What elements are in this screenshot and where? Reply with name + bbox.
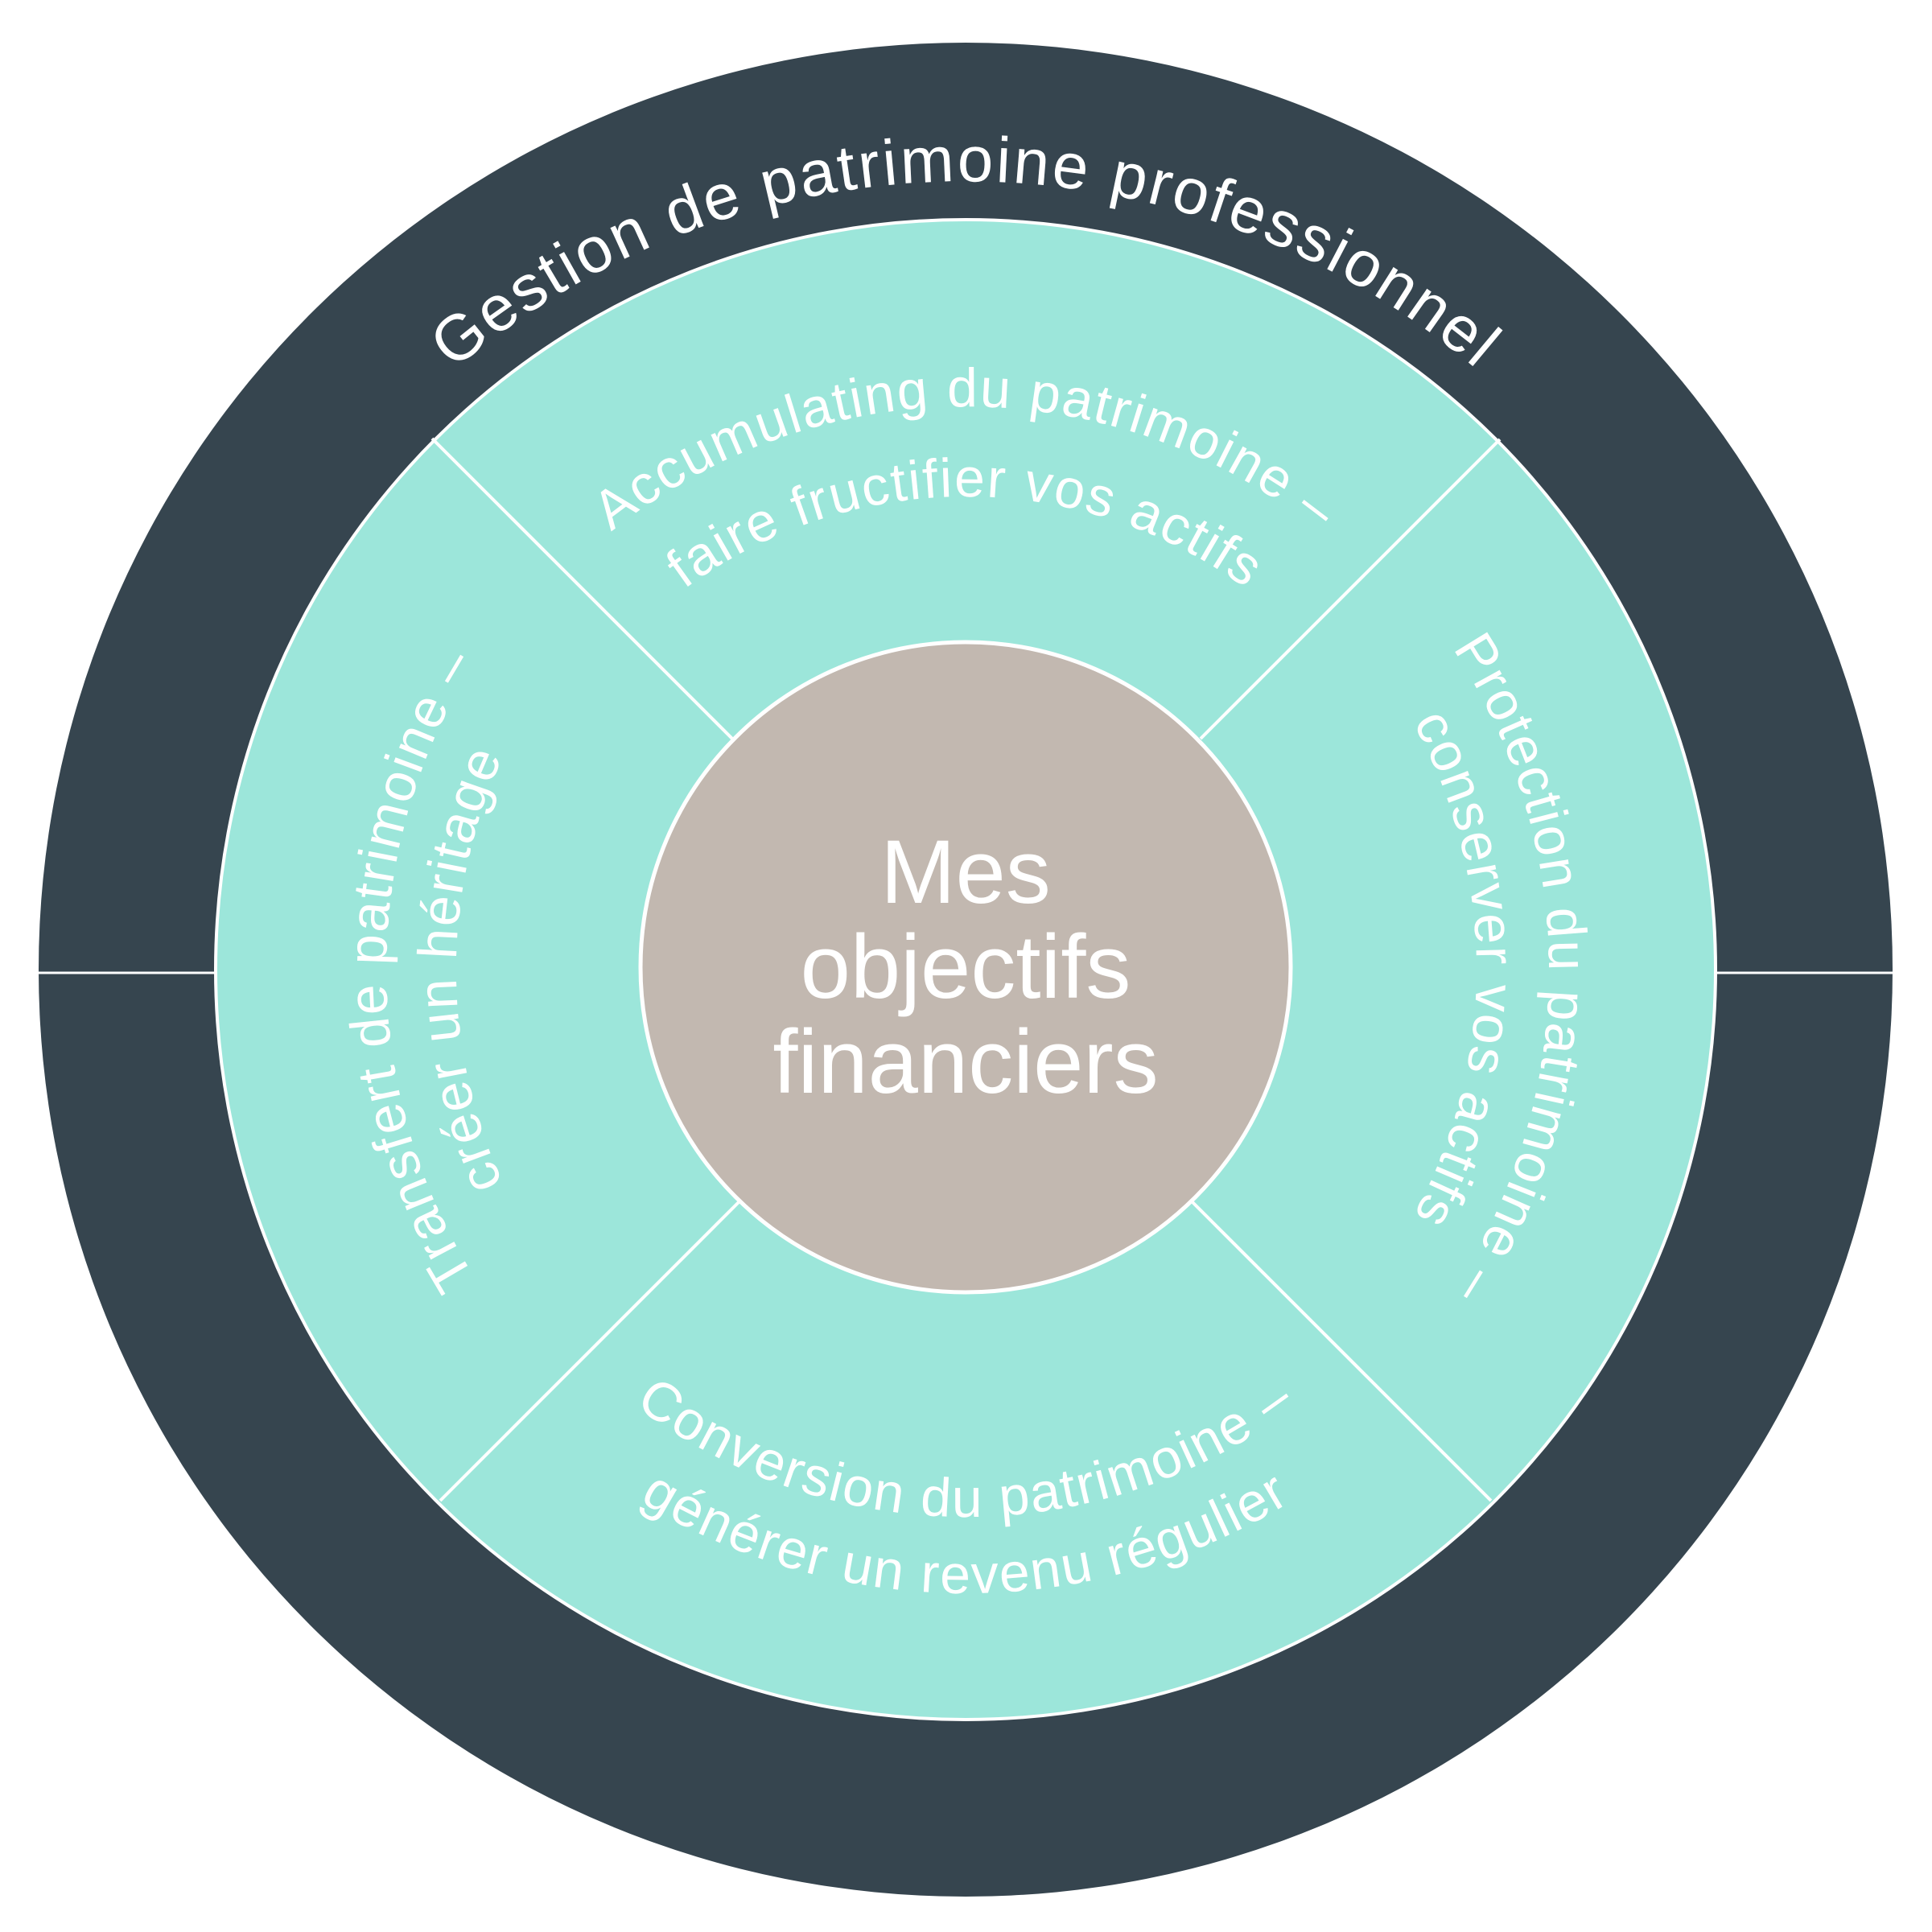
divider-top-right (1199, 438, 1502, 740)
center-label: Mes objectifs financiers (772, 822, 1158, 1112)
center-line-3: financiers (772, 1011, 1158, 1112)
divider-bottom-right (1191, 1201, 1493, 1502)
center-line-2: objectifs (801, 917, 1131, 1017)
divider-bottom-left (439, 1201, 740, 1502)
center-circle (638, 640, 1293, 1295)
divider-top-left (430, 437, 735, 742)
center-line-1: Mes (880, 822, 1051, 922)
